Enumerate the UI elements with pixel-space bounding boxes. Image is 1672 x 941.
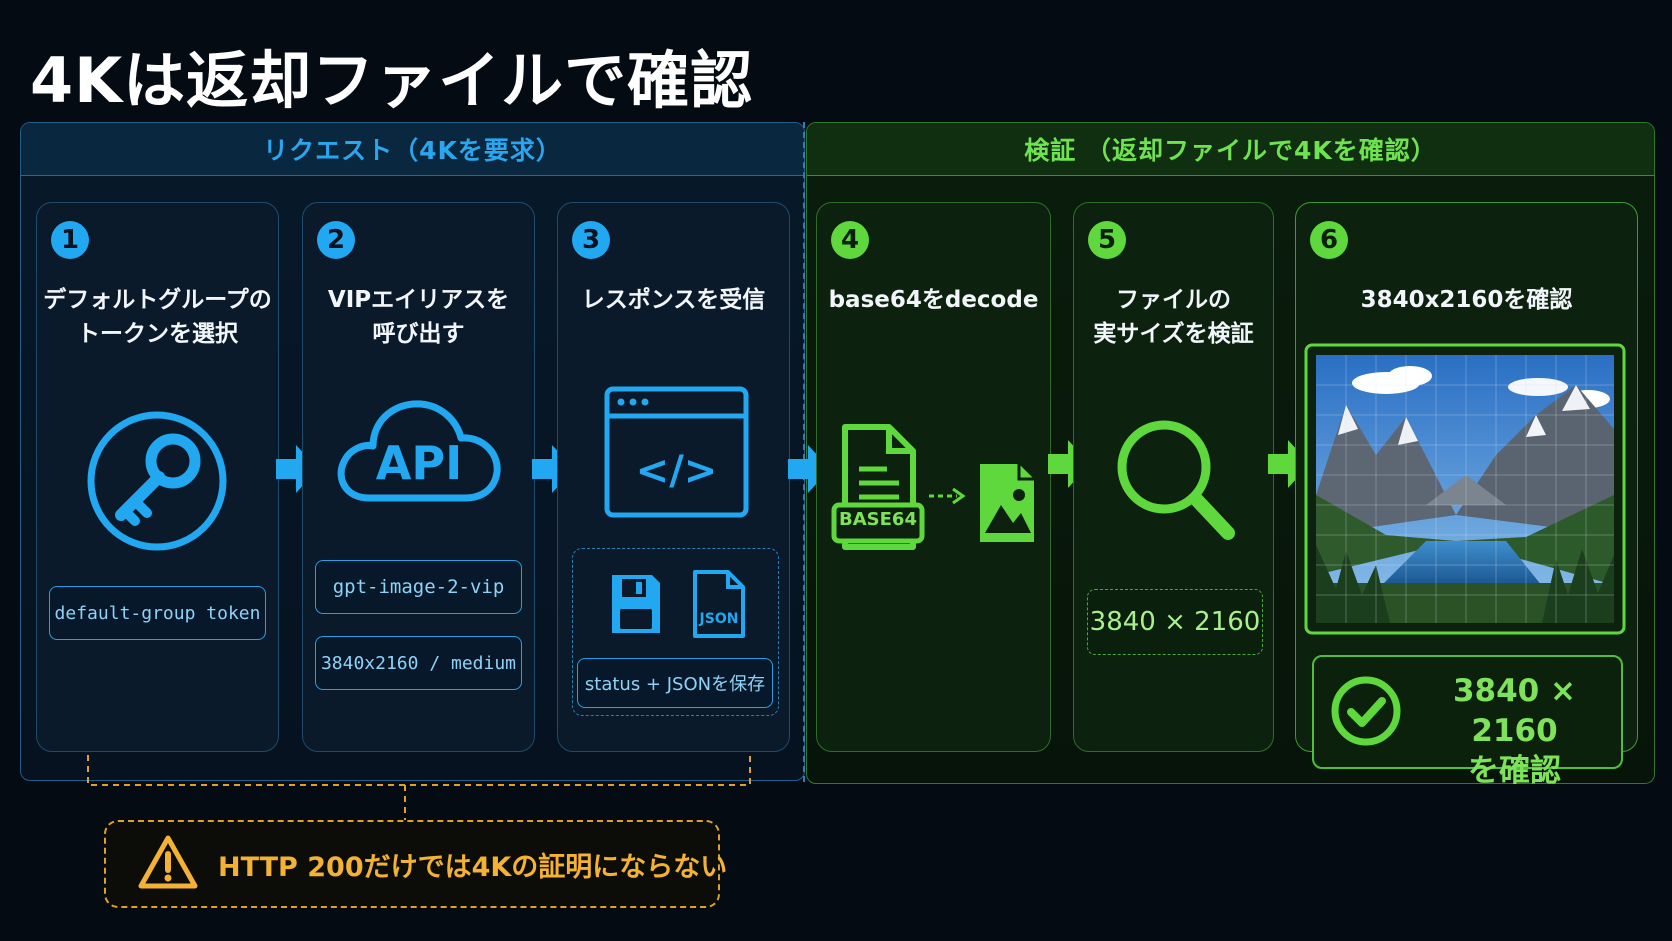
default-group-token-chip: default-group token xyxy=(49,586,266,640)
checkmark-circle-icon xyxy=(1331,676,1401,746)
magnifier-icon xyxy=(1117,420,1235,540)
model-chip: gpt-image-2-vip xyxy=(315,560,522,614)
warning-bracket xyxy=(87,755,751,821)
code-window-icon xyxy=(604,386,749,518)
arrow-right-icon xyxy=(1268,440,1310,488)
image-file-icon xyxy=(980,464,1034,542)
warning-icon xyxy=(138,835,198,889)
base64-file-icon xyxy=(831,424,925,550)
step-number-6: 6 xyxy=(1310,221,1348,259)
step-card-5: 5 ファイルの 実サイズを検証 3840 × 2160 xyxy=(1073,202,1274,752)
api-cloud-icon xyxy=(337,400,501,502)
save-status-json-chip: status + JSONを保存 xyxy=(577,658,773,708)
base64-badge: BASE64 xyxy=(839,509,917,530)
api-cloud-label: API xyxy=(375,436,463,490)
arrow-right-icon xyxy=(1048,440,1090,488)
key-icon xyxy=(87,411,227,551)
json-badge: JSON xyxy=(699,611,739,627)
code-symbol: </> xyxy=(635,448,718,494)
confirmation-text: 3840 × 2160 を確認 xyxy=(1452,673,1577,789)
step-number-5: 5 xyxy=(1088,221,1126,259)
step-card-3: 3 レスポンスを受信 </> JSON status + JSONを保存 xyxy=(557,202,790,752)
step-label-2: VIPエイリアスを 呼び出す xyxy=(327,287,510,347)
step-label-1: デフォルトグループの トークンを選択 xyxy=(43,287,272,347)
request-section-header: リクエスト（4Kを要求） xyxy=(21,123,804,176)
floppy-disk-icon xyxy=(612,575,660,633)
step-card-1: 1 デフォルトグループの トークンを選択 default-group token xyxy=(36,202,279,752)
arrow-right-icon xyxy=(532,445,574,493)
warning-text: HTTP 200だけでは4Kの証明にならない xyxy=(218,851,728,883)
json-file-icon xyxy=(693,570,745,638)
confirmation-box: 3840 × 2160 を確認 xyxy=(1312,655,1623,789)
step-label-3: レスポンスを受信 xyxy=(581,287,766,313)
step-number-3: 3 xyxy=(572,221,610,259)
arrow-right-icon xyxy=(788,445,830,493)
measured-size-chip: 3840 × 2160 xyxy=(1087,589,1263,655)
page-title: 4Kは返却ファイルで確認 xyxy=(30,44,754,117)
step-number-2: 2 xyxy=(317,221,355,259)
step-label-6: 3840x2160を確認 xyxy=(1360,287,1573,313)
step-label-5: ファイルの 実サイズを検証 xyxy=(1093,287,1254,347)
section-divider xyxy=(803,122,805,782)
arrow-right-icon xyxy=(276,445,318,493)
step-number-4: 4 xyxy=(831,221,869,259)
warning-box: HTTP 200だけでは4Kの証明にならない xyxy=(104,820,727,908)
verify-section-header: 検証 （返却ファイルで4Kを確認） xyxy=(807,123,1654,176)
step-card-2: 2 VIPエイリアスを 呼び出す API gpt-image-2-vip 384… xyxy=(302,202,535,752)
saved-output-group xyxy=(572,548,779,716)
size-quality-chip: 3840x2160 / medium xyxy=(315,636,522,690)
step-card-4: 4 base64をdecode BASE64 xyxy=(816,202,1051,752)
step-label-4: base64をdecode xyxy=(828,287,1039,313)
landscape-image xyxy=(1304,343,1626,635)
decode-dashed-arrow xyxy=(929,487,966,505)
step-number-1: 1 xyxy=(51,221,89,259)
